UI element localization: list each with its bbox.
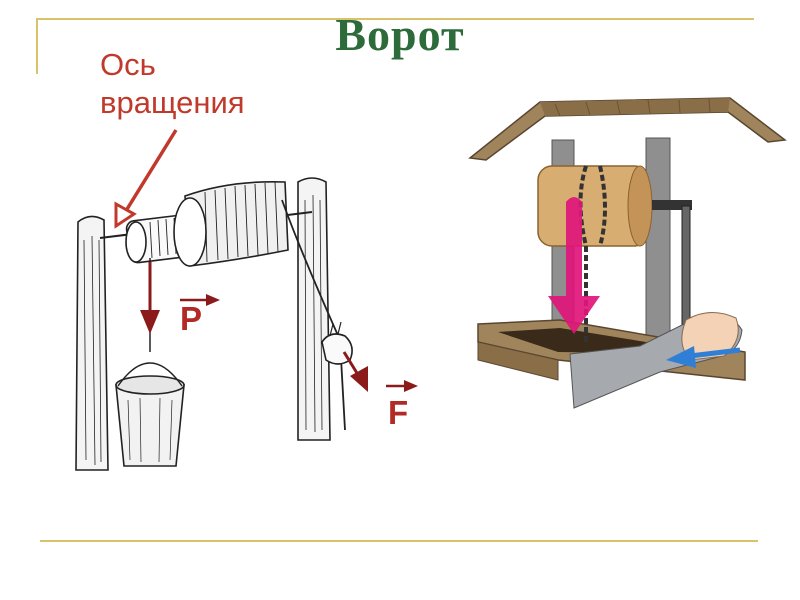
axis-pointer-arrowhead [114, 201, 137, 229]
axis-pointer-arrow [122, 129, 178, 215]
top-rule [36, 18, 754, 20]
right-well-illustration [468, 97, 787, 409]
bucket [115, 384, 185, 467]
force-p-arrowhead [140, 310, 160, 334]
axis-label-line1: Ось [100, 47, 156, 82]
hand [321, 333, 353, 365]
top-rule-vertical [36, 18, 38, 74]
well-hand [681, 312, 739, 361]
axis-of-rotation-label: Ось вращения [100, 46, 245, 122]
bottom-rule [40, 540, 758, 542]
blue-force-arrowhead [666, 346, 696, 368]
page-title: Ворот [335, 9, 465, 60]
force-f-arrowhead [350, 366, 368, 392]
force-f-label: F [388, 394, 409, 431]
pink-force-arrow [548, 197, 600, 334]
blue-force-line [689, 347, 741, 359]
axis-label-line2: вращения [100, 85, 245, 120]
force-p-label: P [180, 300, 203, 337]
well-crank-handle [681, 205, 691, 337]
well-post-right [645, 137, 671, 339]
